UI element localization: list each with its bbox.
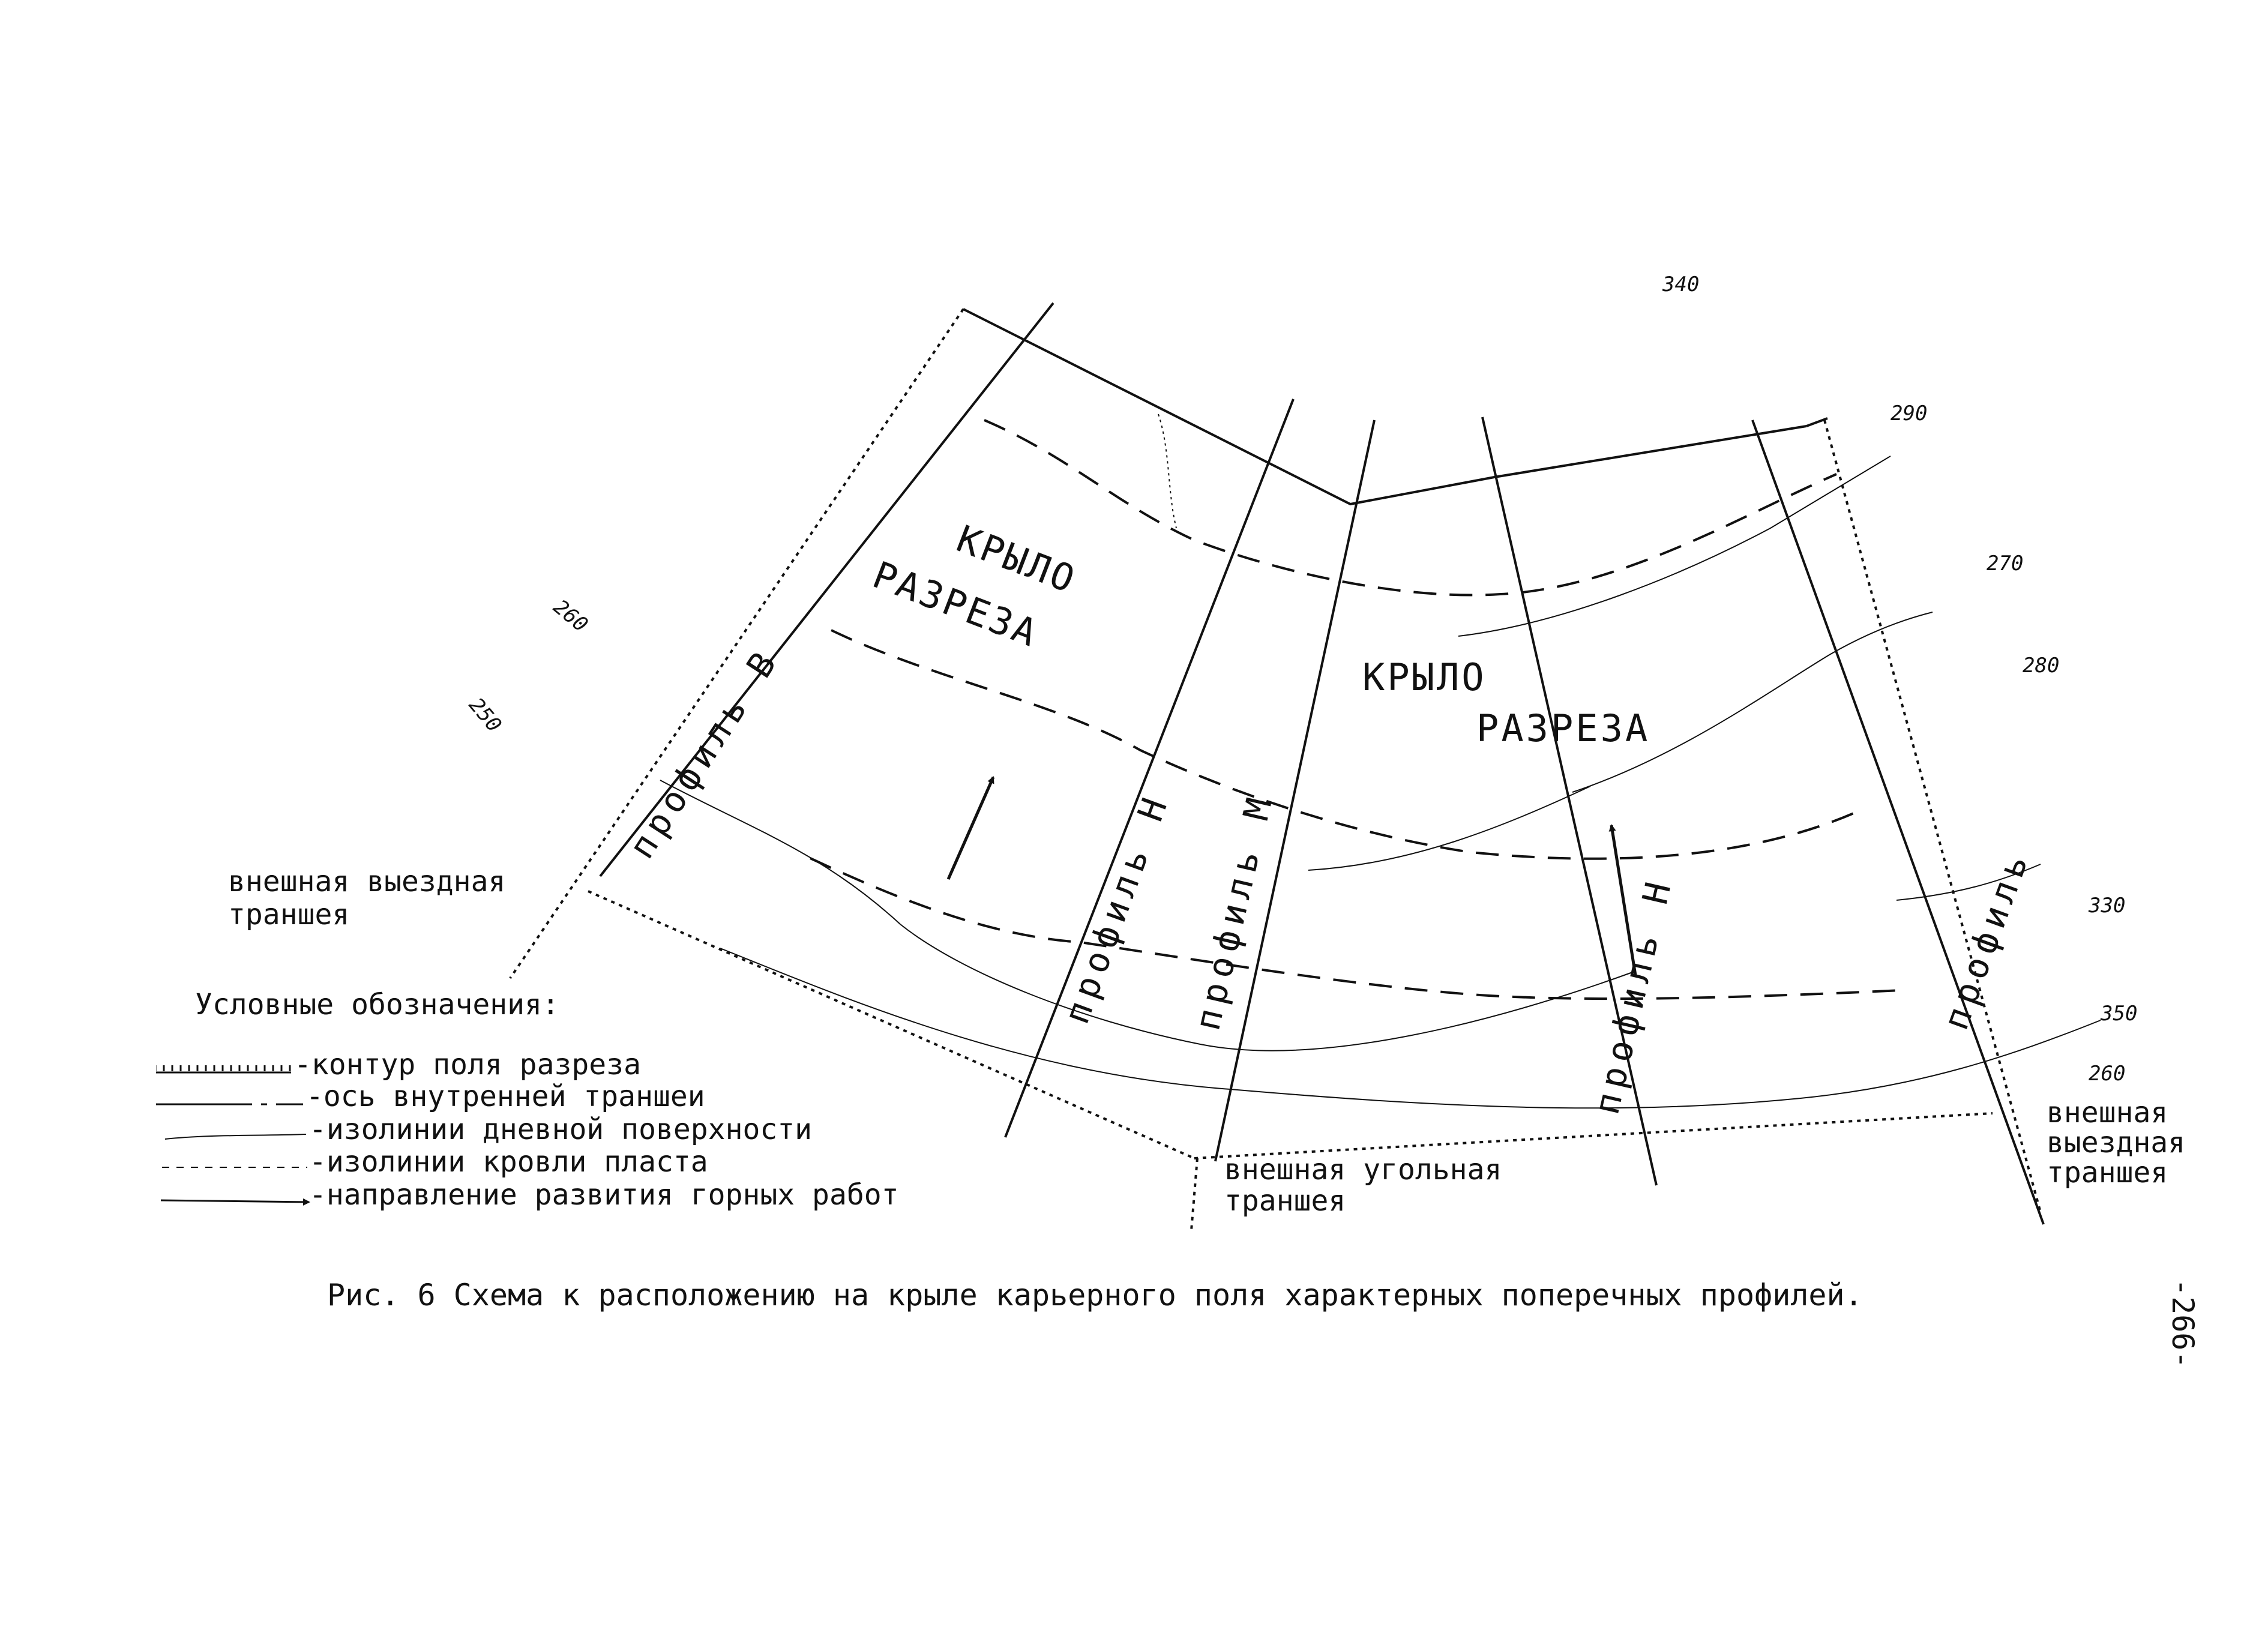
- contour-label: 270: [1987, 552, 2023, 576]
- contour-label: 340: [1662, 272, 1699, 296]
- legend-symbol-contour: [156, 1065, 291, 1071]
- right-wing-label-line2: РАЗРЕЗА: [1476, 706, 1650, 750]
- legend-label: -ось внутренней траншеи: [306, 1080, 705, 1113]
- contour-label: 250: [464, 693, 506, 737]
- contour-label: 280: [2023, 654, 2059, 678]
- figure-caption: Рис. 6 Схема к расположению на крыле кар…: [327, 1278, 1863, 1313]
- contour-label: 350: [2100, 1002, 2137, 1026]
- profile-lines: [599, 302, 2045, 1225]
- profile-m-label: профиль М: [1187, 789, 1281, 1034]
- profile-right-label: профиль: [1935, 844, 2038, 1035]
- contour-label: 330: [2088, 894, 2125, 918]
- legend-title: Условные обозначения:: [195, 988, 559, 1021]
- profile-n-left-label: профиль Н: [1056, 787, 1177, 1029]
- legend-label: -изолинии дневной поверхности: [309, 1113, 812, 1146]
- legend: Условные обозначения: -контур поля разре…: [156, 988, 899, 1212]
- legend-label: -изолинии кровли пласта: [309, 1145, 708, 1179]
- contour-label: 290: [1891, 401, 1927, 426]
- external-exit-trench-right: внешная выездная траншея: [2047, 1096, 2203, 1189]
- right-wing-label-line1: КРЫЛО: [1362, 655, 1487, 699]
- legend-symbol-surface: [164, 1134, 307, 1140]
- legend-label: -контур поля разреза: [294, 1048, 641, 1081]
- page-number: -266-: [2165, 1278, 2200, 1369]
- contour-label: 260: [2089, 1062, 2125, 1086]
- external-exit-trench-left: внешная выездная траншея: [228, 865, 523, 931]
- contour-labels: 260 250 330 340 350 290 270 280 260: [464, 272, 2137, 1086]
- roof-isolines: [810, 419, 1903, 1000]
- legend-label: -направление развития горных работ: [309, 1178, 899, 1212]
- direction-arrows: [946, 776, 1637, 976]
- surface-isolines: [660, 414, 2101, 1109]
- profile-n-right-label: профиль Н: [1586, 873, 1680, 1118]
- legend-symbol-arrow: [160, 1198, 310, 1206]
- contour-label: 260: [549, 595, 592, 637]
- external-coal-trench: внешная угольная траншея: [1224, 1153, 1519, 1218]
- field-contour: [509, 308, 2042, 1231]
